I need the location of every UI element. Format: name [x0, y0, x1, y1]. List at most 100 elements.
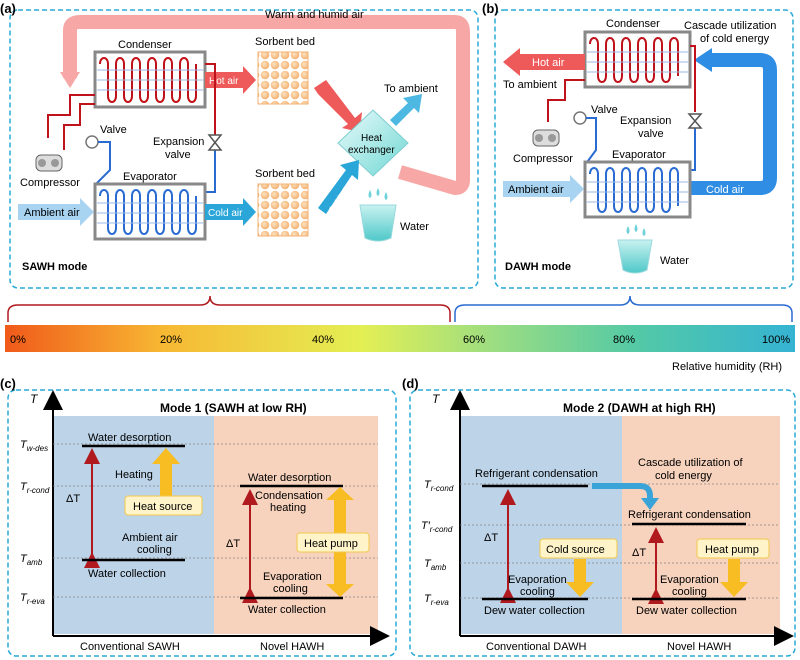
d-tick-r-cond: Tr-cond: [424, 479, 454, 493]
warm-humid-air-label: Warm and humid air: [265, 9, 364, 21]
cascade-duct-arrowhead: [694, 48, 712, 72]
evaporator-label: Evaporator: [123, 171, 177, 183]
rh-scale: 0% 20% 40% 60% 80% 100% Relative humidit…: [5, 295, 795, 373]
to-ambient-b-label: To ambient: [503, 79, 557, 91]
water-b-label: Water: [660, 255, 689, 267]
sorbent-bed-top: [257, 51, 309, 105]
condenser-b-label: Condenser: [606, 18, 660, 30]
d-evaporation-cooling-b1: Evaporation: [660, 574, 719, 586]
cascade-duct: [690, 53, 777, 195]
panel-c-label: (c): [0, 376, 16, 391]
d-right-region-label: Novel HAWH: [667, 641, 731, 653]
d-evaporation-cooling-b2: cooling: [672, 586, 707, 598]
c-axis-t: T: [30, 392, 39, 406]
d-cold-source: Cold source: [546, 544, 605, 556]
c-evaporation-cooling-2: cooling: [273, 583, 308, 595]
condenser-label: Condenser: [118, 39, 172, 51]
to-ambient-label: To ambient: [384, 83, 438, 95]
expansion-valve-label-1: Expansion: [153, 136, 204, 148]
heat-exchanger: [337, 109, 409, 177]
c-ambient-air-cooling-2: cooling: [137, 544, 172, 556]
c-water-desorption-1: Water desorption: [88, 432, 171, 444]
c-condensation-heating-1: Condensation: [255, 490, 323, 502]
d-dew-water-1: Dew water collection: [484, 605, 585, 617]
hot-air-b-arrow: [503, 48, 585, 76]
d-refrigerant-condensation-1: Refrigerant condensation: [475, 468, 598, 480]
water-label: Water: [400, 221, 429, 233]
hot-air-label-1: Hot air: [209, 76, 239, 87]
panel-c-frame: [7, 389, 397, 657]
panel-b: (b) Condenser Hot air To ambient Cascade…: [482, 1, 794, 289]
c-heat-source-arrow: [152, 448, 180, 497]
sorbent-bed-bottom: [257, 183, 309, 237]
d-delta-t-1: ΔT: [484, 532, 498, 544]
refrigerant-line-to-expansion: [205, 63, 216, 135]
c-evaporation-cooling-1: Evaporation: [263, 571, 322, 583]
compressor-b-icon: [532, 129, 560, 147]
panel-c-title: Mode 1 (SAWH at low RH): [160, 401, 307, 415]
dawh-mode-label: DAWH mode: [505, 261, 571, 273]
valve-label: Valve: [100, 124, 127, 136]
panel-d: (d) T Mode 2 (DAWH at high RH) Tr-cond T…: [402, 376, 796, 657]
refrigerant-hot-line: [47, 94, 95, 150]
sorbent-bed-top-label: Sorbent bed: [255, 36, 315, 48]
rh-tick-40: 40%: [312, 334, 334, 346]
to-ambient-arrow: [390, 94, 422, 126]
water-cup-icon: [359, 204, 397, 242]
panel-c: (c) T Mode 1 (SAWH at low RH) Tw-des Tr-…: [0, 376, 397, 657]
panel-a-frame: [9, 9, 479, 289]
rh-tick-100: 100%: [762, 334, 790, 346]
dawh-brace: [454, 295, 793, 322]
hot-air-arrow-1: [205, 66, 256, 94]
c-heat-source: Heat source: [133, 501, 192, 513]
region-conventional-sawh: [53, 416, 214, 634]
d-tick-amb: Tamb: [424, 558, 447, 572]
cold-air-arrow-2: [318, 160, 359, 214]
d-evaporation-cooling-a1: Evaporation: [508, 574, 567, 586]
panel-a-label: (a): [0, 1, 16, 16]
c-tick-r-cond: Tr-cond: [20, 481, 50, 495]
d-tick-r-cond-prime: T′r-cond: [421, 520, 453, 534]
d-tick-r-eva: Tr-eva: [424, 593, 449, 607]
refrigerant-b-hot-line: [547, 45, 696, 122]
c-left-region-label: Conventional SAWH: [80, 641, 180, 653]
sawh-brace: [7, 295, 451, 322]
evaporator-b-label: Evaporator: [612, 149, 666, 161]
refrigerant-b-cold-line: [584, 117, 696, 171]
c-ambient-air-cooling-1: Ambient air: [122, 532, 178, 544]
cold-air-label-1: Cold air: [208, 208, 243, 219]
c-water-collection-1: Water collection: [88, 568, 166, 580]
evaporator-box: [93, 182, 207, 241]
rh-tick-0: 0%: [10, 334, 26, 346]
panel-a: (a) Warm and humid air Condenser Hot air…: [0, 1, 479, 289]
water-drops-icon: [368, 188, 388, 200]
c-water-collection-2: Water collection: [248, 604, 326, 616]
heat-exchanger-label-1: Heat: [361, 133, 382, 144]
water-b-drops-icon: [626, 224, 646, 236]
cold-air-arrow-1: [205, 198, 256, 226]
cascade-b-label-1: Cascade utilization: [684, 20, 776, 32]
d-delta-t-2: ΔT: [632, 547, 646, 559]
expansion-valve-b-label-1: Expansion: [620, 115, 671, 127]
refrigerant-cold-line: [94, 141, 216, 193]
c-heating: Heating: [115, 469, 153, 481]
panel-d-label: (d): [402, 376, 419, 391]
c-tick-w-des: Tw-des: [20, 439, 48, 453]
d-dew-water-2: Dew water collection: [636, 605, 737, 617]
compressor-icon: [35, 154, 63, 172]
panel-d-frame: [409, 389, 796, 657]
valve-b-label: Valve: [591, 104, 618, 116]
hot-air-arrow-2: [314, 80, 362, 132]
d-heat-pump-box: [696, 538, 770, 559]
ambient-air-arrow: [18, 198, 94, 226]
d-cascade-label-2: cold energy: [655, 470, 712, 482]
evaporator-b-coil: [589, 167, 679, 213]
c-delta-t-1: ΔT: [66, 493, 80, 505]
rh-gradient-bar: [5, 325, 795, 352]
expansion-valve-b-icon: [687, 113, 703, 129]
rh-tick-60: 60%: [463, 334, 485, 346]
hot-air-b-label: Hot air: [532, 57, 565, 69]
condenser-coil: [99, 57, 197, 103]
